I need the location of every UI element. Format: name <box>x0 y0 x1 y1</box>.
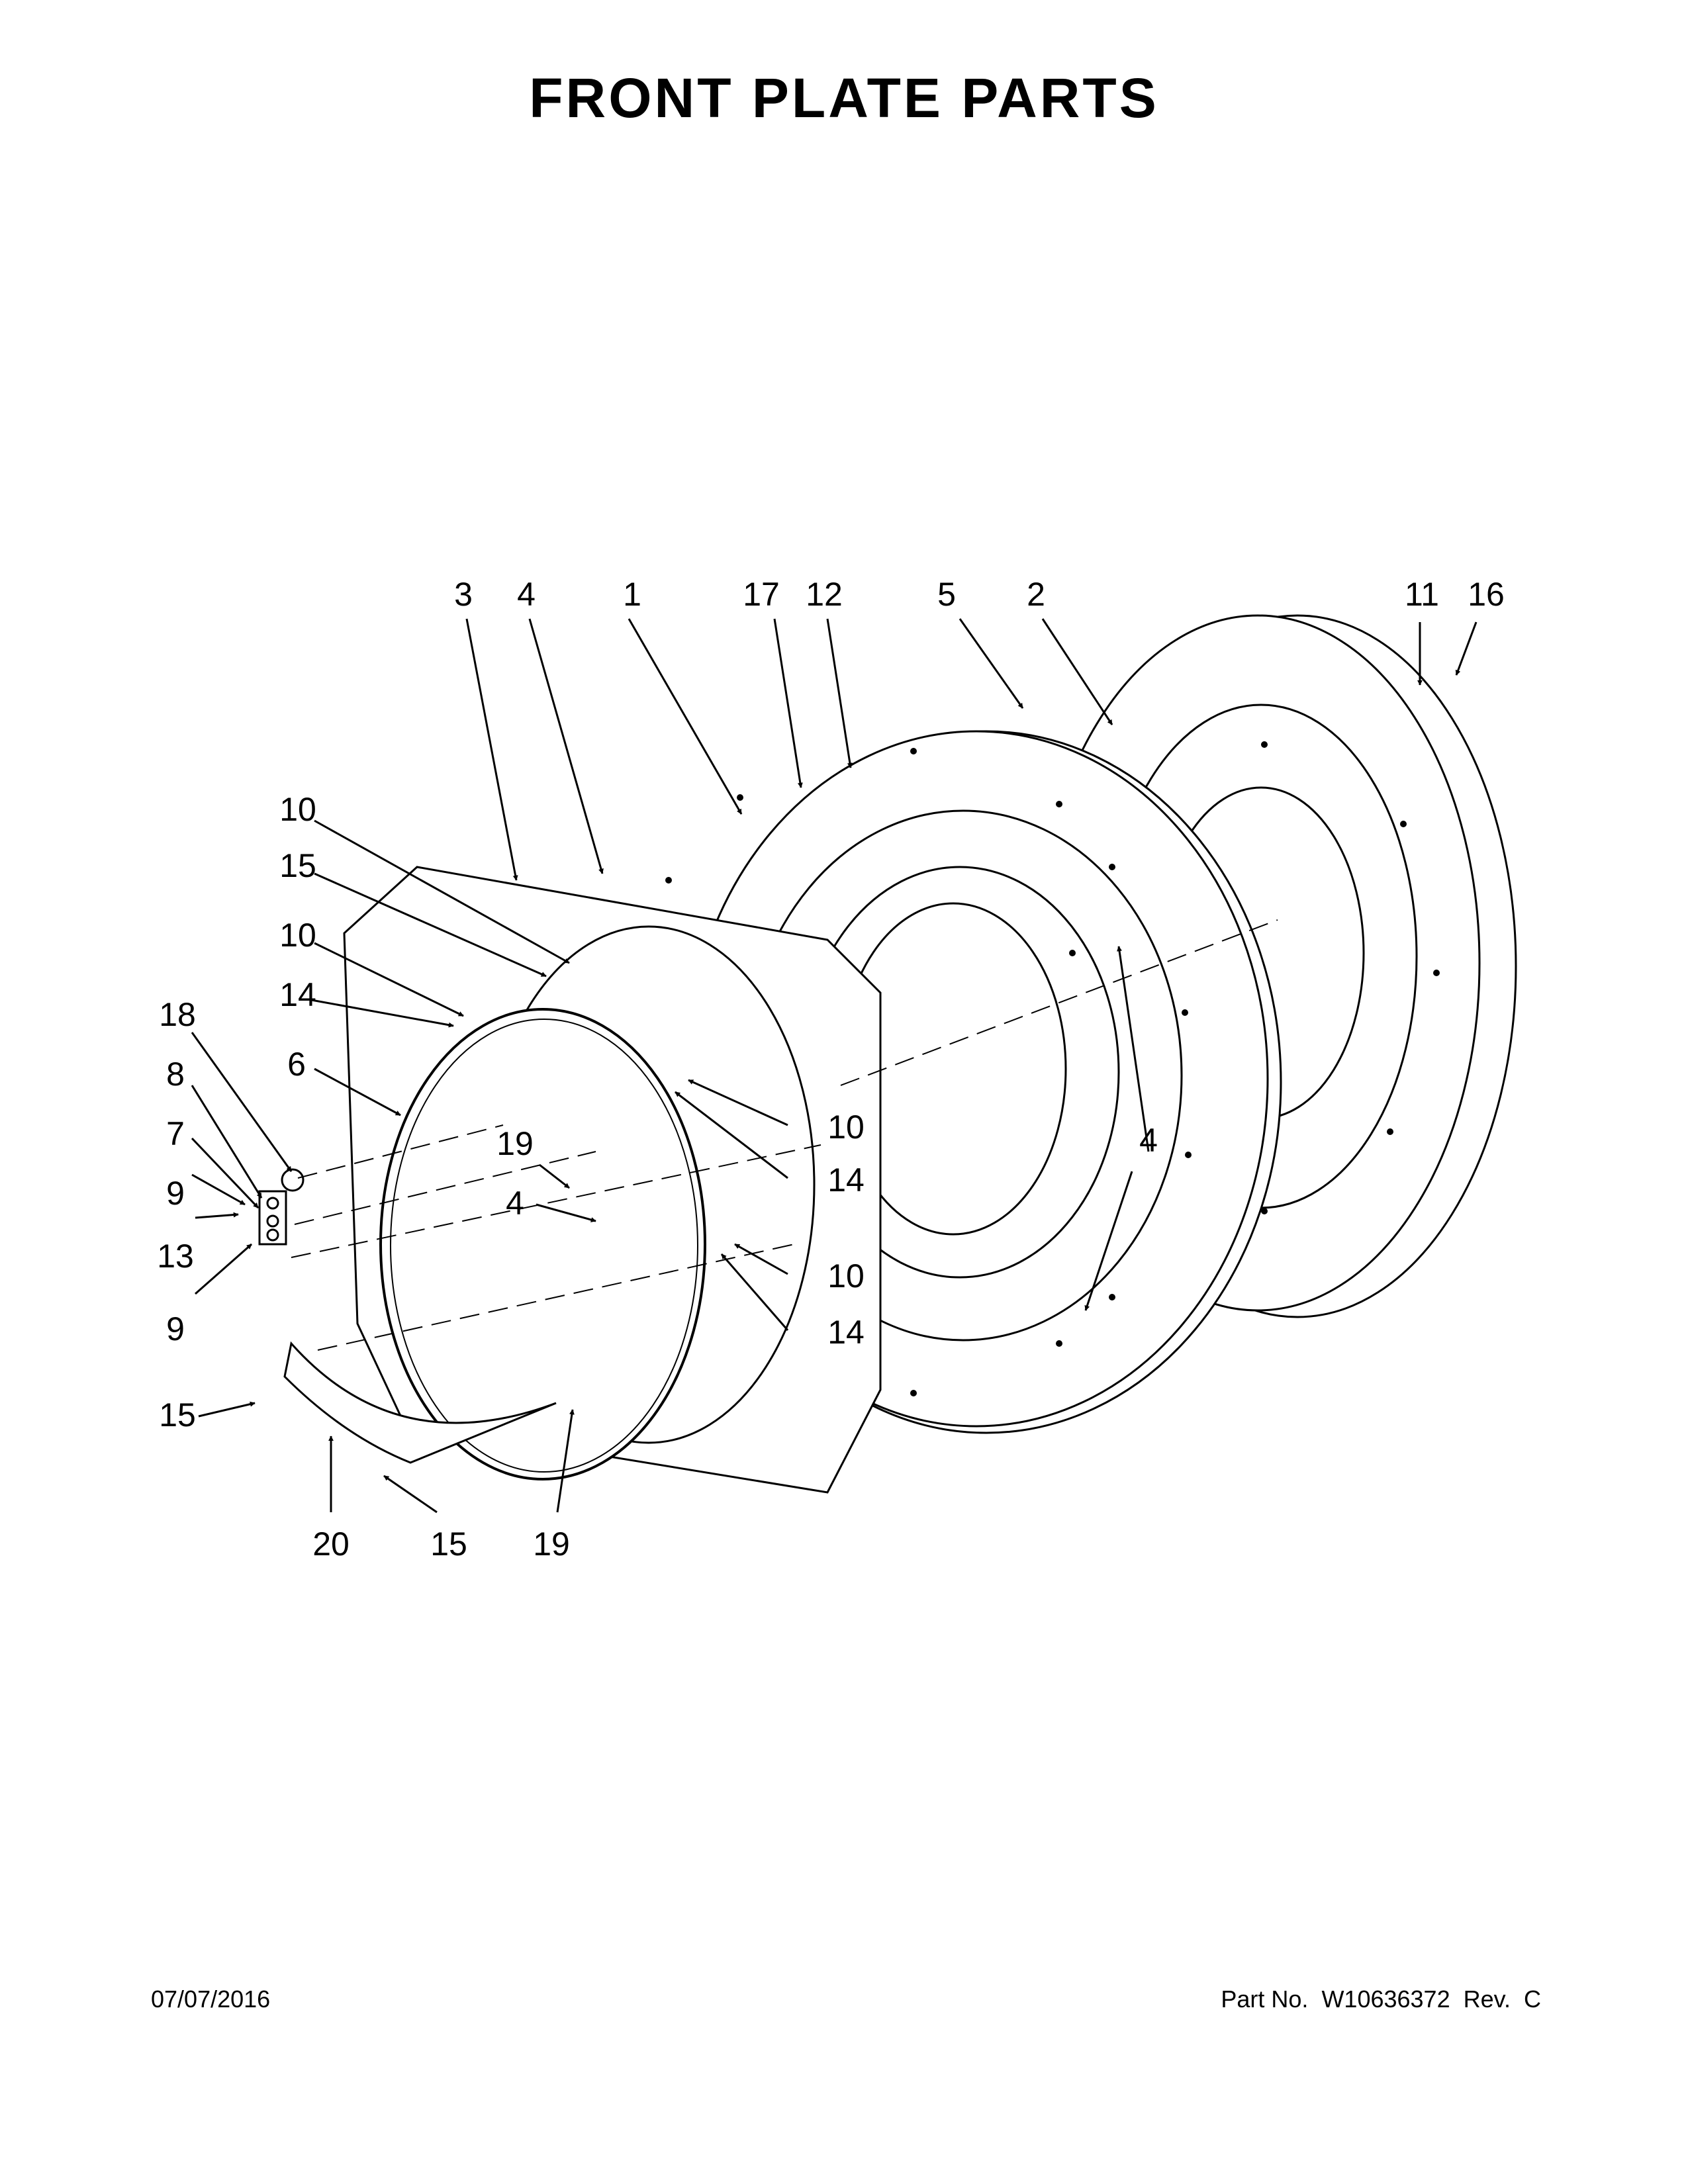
callout-14: 14 <box>827 1314 865 1351</box>
callout-4: 4 <box>1139 1122 1158 1159</box>
hinge-part <box>258 1168 305 1246</box>
callout-7: 7 <box>166 1115 185 1152</box>
part-number-label: Part No. <box>1221 1985 1309 2013</box>
callout-12: 12 <box>806 576 843 613</box>
callout-6: 6 <box>287 1046 306 1083</box>
callout-2: 2 <box>1027 576 1045 613</box>
callout-8: 8 <box>166 1056 185 1093</box>
callout-labels: 3 4 1 17 12 5 2 11 16 10 15 10 14 18 8 6… <box>157 576 1505 1563</box>
callout-9: 9 <box>166 1175 185 1212</box>
revision-label: Rev. <box>1463 1985 1511 2013</box>
callout-10: 10 <box>827 1257 865 1295</box>
page-title: FRONT PLATE PARTS <box>529 67 1159 129</box>
callout-20: 20 <box>312 1525 350 1563</box>
callout-17: 17 <box>743 576 780 613</box>
callout-15: 15 <box>430 1525 467 1563</box>
callout-10: 10 <box>279 791 316 828</box>
callout-5: 5 <box>937 576 956 613</box>
callout-3: 3 <box>454 576 473 613</box>
callout-9: 9 <box>166 1310 185 1347</box>
revision-value: C <box>1524 1985 1541 2013</box>
front-plate-holes <box>665 748 1192 1396</box>
callout-14: 14 <box>279 976 316 1013</box>
callout-1: 1 <box>623 576 641 613</box>
assembly-lines <box>291 919 1278 1351</box>
door-trim-part <box>283 1341 557 1464</box>
callout-10: 10 <box>279 917 316 954</box>
callout-19: 19 <box>496 1125 534 1162</box>
callout-11: 11 <box>1405 576 1439 613</box>
part-number-value: W10636372 <box>1321 1985 1450 2013</box>
callout-13: 13 <box>157 1238 194 1275</box>
footer-part-number: Part No. W10636372 Rev. C <box>1221 1985 1541 2013</box>
callout-15: 15 <box>159 1396 196 1433</box>
callout-14: 14 <box>827 1161 865 1199</box>
footer-date: 07/07/2016 <box>151 1985 271 2013</box>
callout-10: 10 <box>827 1109 865 1146</box>
callout-15: 15 <box>279 847 316 884</box>
front-panel-part <box>343 866 882 1494</box>
callout-16: 16 <box>1468 576 1505 613</box>
callout-4: 4 <box>506 1185 524 1222</box>
callout-4: 4 <box>517 576 536 613</box>
callout-19: 19 <box>533 1525 570 1563</box>
callout-18: 18 <box>159 996 196 1033</box>
callout-arrows <box>191 618 1477 1514</box>
